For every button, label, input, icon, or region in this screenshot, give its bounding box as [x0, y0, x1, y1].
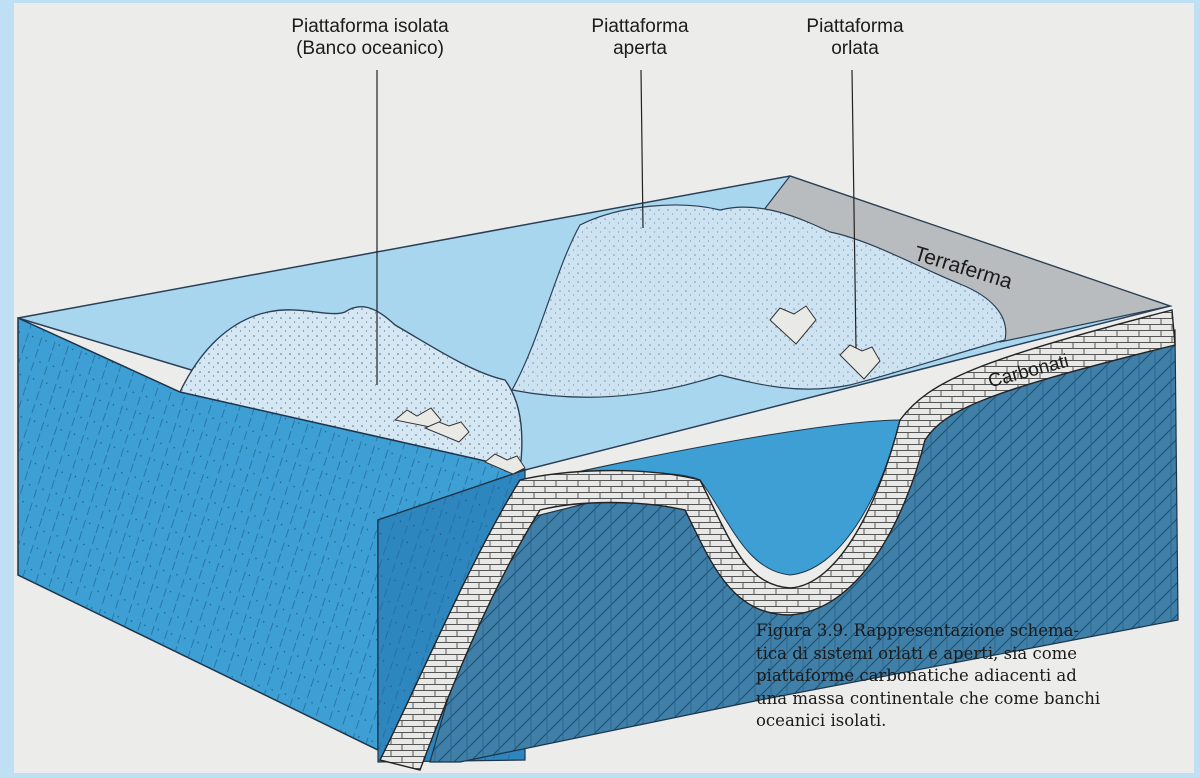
caption-line: una massa continentale che come banchi — [756, 688, 1192, 711]
label-isolata-line1: Piattaforma isolata — [240, 16, 500, 38]
caption-line: Figura 3.9. Rappresentazione schema- — [756, 620, 1192, 643]
label-isolata-line2: (Banco oceanico) — [240, 38, 500, 60]
label-orlata-line1: Piattaforma — [775, 16, 935, 38]
label-aperta-line1: Piattaforma — [560, 16, 720, 38]
label-piattaforma-aperta: Piattaforma aperta — [560, 16, 720, 60]
label-piattaforma-isolata: Piattaforma isolata (Banco oceanico) — [240, 16, 500, 60]
caption-line: oceanici isolati. — [756, 710, 1192, 733]
figure-caption: Figura 3.9. Rappresentazione schema- tic… — [756, 620, 1192, 733]
caption-line: piattaforme carbonatiche adiacenti ad — [756, 665, 1192, 688]
label-piattaforma-orlata: Piattaforma orlata — [775, 16, 935, 60]
label-aperta-line2: aperta — [560, 38, 720, 60]
caption-line: tica di sistemi orlati e aperti, sia com… — [756, 643, 1192, 666]
label-orlata-line2: orlata — [775, 38, 935, 60]
